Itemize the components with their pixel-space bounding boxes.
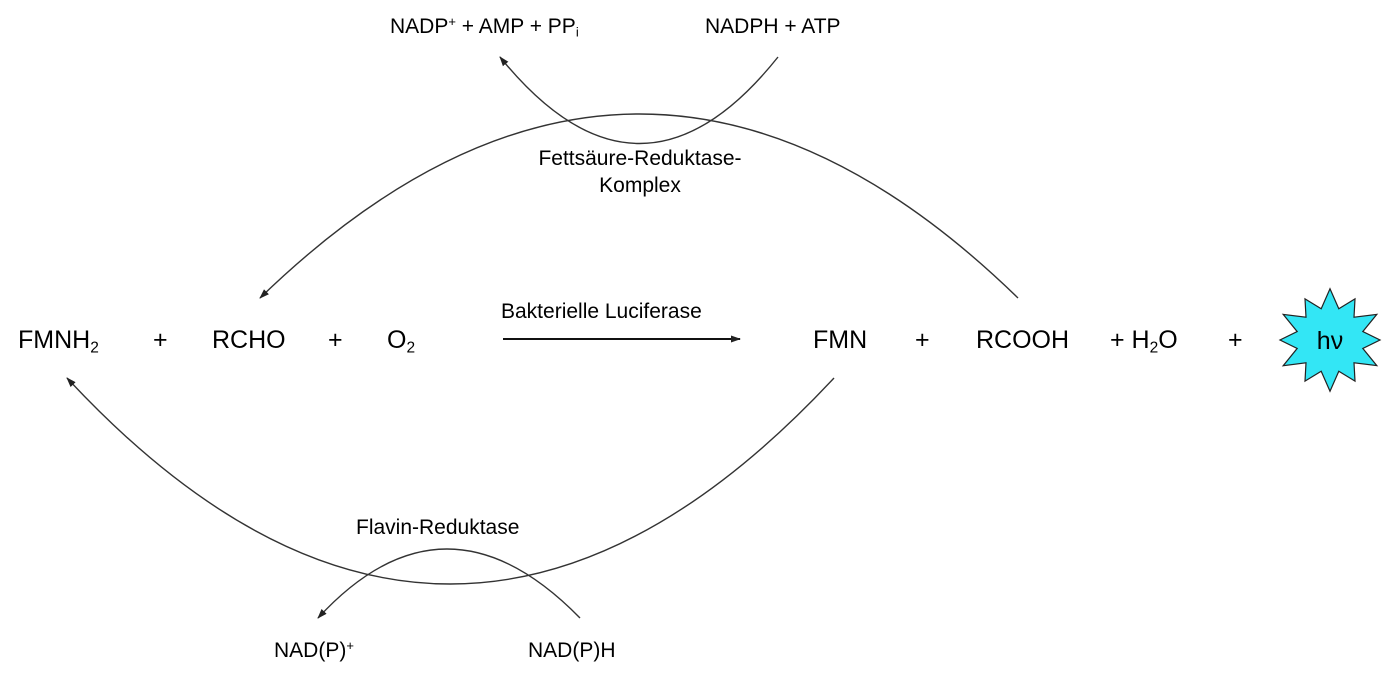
flavin-reductase-arc	[66, 377, 835, 585]
fatty-acid-reductase-complex-label: Fettsäure-Reduktase- Komplex	[538, 147, 742, 198]
nadp-plus-product: NAD(P)+	[274, 637, 354, 662]
plus-sign: +	[915, 326, 930, 354]
light-burst-icon	[1278, 287, 1382, 393]
fatty-acid-reductase-arc	[259, 113, 1019, 299]
nadph-cofactor-arc	[317, 548, 581, 619]
rcho-label: RCHO	[212, 326, 286, 354]
h2o-label: + H2O	[1110, 326, 1178, 357]
nadph-atp-reactants: NADPH + ATP	[705, 15, 841, 38]
bacterial-luciferase-label: Bakterielle Luciferase	[501, 300, 702, 323]
nadph-reactant: NAD(P)H	[528, 639, 616, 662]
nadp-amp-ppi-products: NADP+ + AMP + PPi	[390, 13, 579, 40]
rcooh-label: RCOOH	[976, 326, 1070, 354]
plus-sign: +	[328, 326, 343, 354]
plus-sign: +	[1228, 326, 1243, 354]
light-label: hν	[1317, 327, 1343, 355]
plus-sign: +	[153, 326, 168, 354]
fmnh2-label: FMNH2	[18, 326, 99, 357]
fmn-label: FMN	[813, 326, 868, 354]
nadph-atp-cofactor-arc	[499, 56, 779, 145]
o2-label: O2	[387, 326, 416, 357]
flavin-reductase-label: Flavin-Reduktase	[356, 516, 520, 539]
